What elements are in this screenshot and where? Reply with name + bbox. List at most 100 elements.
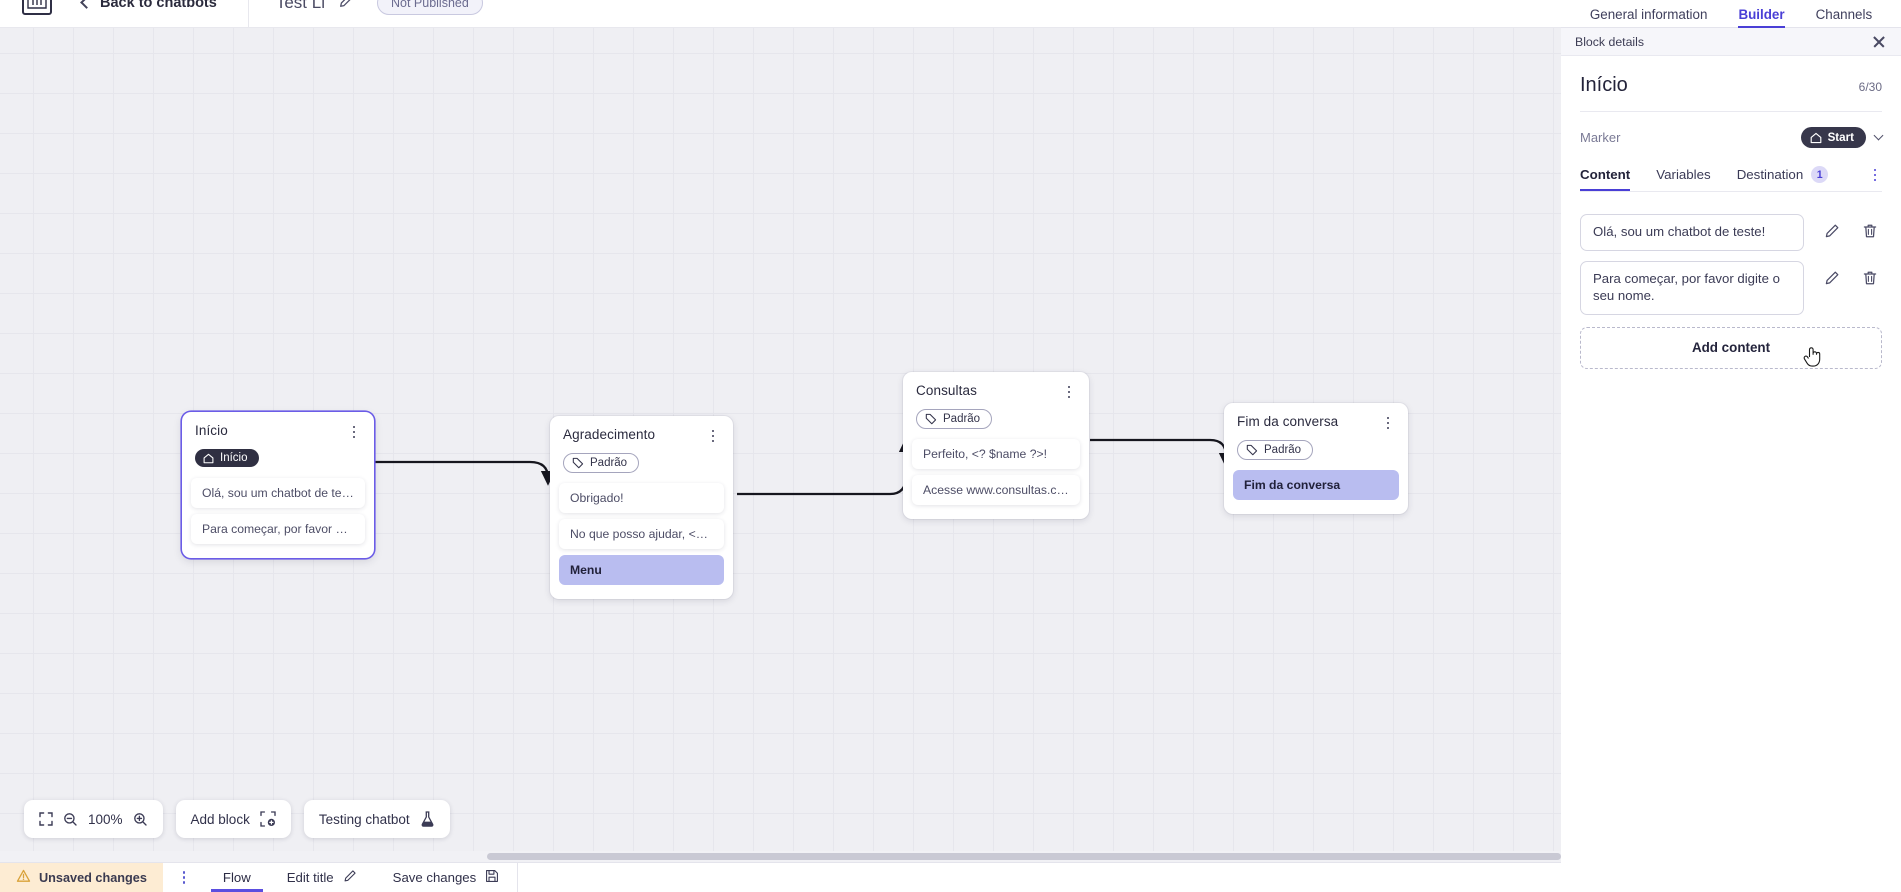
flow-node-menu-icon[interactable] xyxy=(347,423,361,441)
bot-title: Test Li xyxy=(275,0,325,12)
marker-label: Marker xyxy=(1580,130,1621,145)
tag-icon xyxy=(925,413,937,425)
flow-node-agradecimento[interactable]: Agradecimento Padrão Obrigado! No que po… xyxy=(550,416,733,599)
home-icon xyxy=(203,453,214,463)
flow-node-consultas[interactable]: Consultas Padrão Perfeito, <? $name ?>! … xyxy=(903,372,1089,519)
panel-main-tabs: General information Builder Channels xyxy=(1561,0,1901,29)
bottom-status-bar: Unsaved changes Flow Edit title Save cha… xyxy=(0,862,1561,892)
tab-channels[interactable]: Channels xyxy=(1815,7,1873,22)
node-tag-start: Início xyxy=(195,449,259,467)
block-overflow-menu-button[interactable] xyxy=(1868,166,1882,184)
close-icon[interactable] xyxy=(1871,34,1887,50)
sub-tab-content[interactable]: Content xyxy=(1580,167,1631,192)
node-tag-label: Padrão xyxy=(590,457,628,469)
floppy-disk-icon xyxy=(485,869,499,886)
status-bar-menu-button[interactable] xyxy=(163,863,205,892)
kebab-menu-icon[interactable] xyxy=(1868,166,1882,184)
edit-title-button[interactable]: Edit title xyxy=(269,863,375,892)
scrollbar-thumb[interactable] xyxy=(487,853,1561,860)
block-title: Início xyxy=(1580,74,1628,96)
flow-node-menu-icon[interactable] xyxy=(1062,383,1076,401)
chevron-left-icon xyxy=(80,0,93,9)
testing-chatbot-label: Testing chatbot xyxy=(318,811,410,827)
flow-node-title: Fim da conversa xyxy=(1237,414,1339,429)
sub-tab-variables-label: Variables xyxy=(1656,167,1711,182)
flow-node-message[interactable]: No que posso ajudar, <? $name ... xyxy=(559,519,724,549)
flask-icon xyxy=(420,811,435,827)
flow-node-menu-icon[interactable] xyxy=(1381,414,1395,432)
add-block-label: Add block xyxy=(190,811,250,827)
home-icon xyxy=(1810,132,1821,143)
node-tag-default: Padrão xyxy=(1237,440,1314,460)
flow-node-message[interactable]: Obrigado! xyxy=(559,483,724,513)
unsaved-changes-indicator: Unsaved changes xyxy=(0,863,163,892)
zoom-controls[interactable]: 100% xyxy=(24,800,163,838)
add-block-icon xyxy=(260,811,276,827)
save-changes-button[interactable]: Save changes xyxy=(375,863,518,892)
zoom-out-icon[interactable] xyxy=(63,812,78,827)
sub-tab-destination[interactable]: Destination 1 xyxy=(1737,166,1829,191)
marker-select[interactable]: Start xyxy=(1800,127,1884,148)
flow-tab-label: Flow xyxy=(222,870,251,885)
app-logo-icon[interactable] xyxy=(22,0,52,15)
content-value-field[interactable]: Olá, sou um chatbot de teste! xyxy=(1580,214,1804,251)
node-tag-label: Início xyxy=(220,452,248,464)
flow-node-header: Consultas xyxy=(903,372,1089,401)
kebab-menu-icon[interactable] xyxy=(177,869,191,887)
tab-builder[interactable]: Builder xyxy=(1738,7,1785,29)
zoom-in-icon[interactable] xyxy=(133,812,148,827)
flow-node-title: Consultas xyxy=(916,383,977,398)
flow-node-fim-da-conversa[interactable]: Fim da conversa Padrão Fim da conversa xyxy=(1224,403,1408,514)
back-to-chatbots-button[interactable]: Back to chatbots xyxy=(80,0,217,11)
flow-node-tag-row: Padrão xyxy=(1224,432,1408,470)
flow-node-menu-icon[interactable] xyxy=(706,427,720,445)
flow-node-tag-row: Padrão xyxy=(550,445,733,483)
content-item: Para começar, por favor digite o seu nom… xyxy=(1580,260,1882,315)
flow-node-tag-row: Início xyxy=(182,441,374,478)
content-item-actions xyxy=(1804,214,1882,239)
block-title-row: Início 6/30 xyxy=(1580,56,1882,112)
canvas-horizontal-scrollbar[interactable] xyxy=(0,851,1561,862)
add-block-button[interactable]: Add block xyxy=(175,800,291,838)
tag-icon xyxy=(572,457,584,469)
sub-tab-variables[interactable]: Variables xyxy=(1656,167,1710,190)
top-bar: Back to chatbots Test Li Not Published xyxy=(0,0,1561,28)
toolbar-divider xyxy=(247,0,249,28)
flow-node-message-highlighted[interactable]: Fim da conversa xyxy=(1233,470,1399,500)
marker-value-pill[interactable]: Start xyxy=(1800,127,1866,148)
block-count: 6/30 xyxy=(1858,80,1882,94)
add-content-button[interactable]: Add content xyxy=(1580,326,1882,369)
node-tag-default: Padrão xyxy=(916,409,993,429)
content-value-field[interactable]: Para começar, por favor digite o seu nom… xyxy=(1580,260,1804,315)
fit-screen-icon[interactable] xyxy=(39,812,53,826)
pencil-icon[interactable] xyxy=(1824,270,1840,286)
flow-node-inicio[interactable]: Início Início Olá, sou um chatbot de tes… xyxy=(182,412,374,558)
flow-node-message[interactable]: Olá, sou um chatbot de teste! xyxy=(191,477,365,508)
flow-node-message-highlighted[interactable]: Menu xyxy=(559,555,724,585)
tab-general-information[interactable]: General information xyxy=(1589,7,1708,22)
flow-node-message[interactable]: Perfeito, <? $name ?>! xyxy=(912,439,1080,469)
status-tab-flow[interactable]: Flow xyxy=(205,863,269,892)
flow-node-message[interactable]: Acesse www.consultas.com par... xyxy=(912,475,1080,505)
testing-chatbot-button[interactable]: Testing chatbot xyxy=(303,800,450,838)
zoom-level-label: 100% xyxy=(88,811,123,827)
warning-triangle-icon xyxy=(16,869,31,886)
trash-icon[interactable] xyxy=(1862,223,1878,239)
trash-icon[interactable] xyxy=(1862,270,1878,286)
chevron-down-icon[interactable] xyxy=(1873,130,1884,141)
flow-canvas[interactable]: Início Início Olá, sou um chatbot de tes… xyxy=(0,28,1561,862)
unsaved-changes-label: Unsaved changes xyxy=(39,870,147,885)
flow-node-tag-row: Padrão xyxy=(903,401,1089,439)
save-changes-label: Save changes xyxy=(392,870,477,885)
marker-row: Marker Start xyxy=(1580,112,1884,148)
block-sub-tabs: Content Variables Destination 1 xyxy=(1580,148,1882,192)
flow-node-message[interactable]: Para começar, por favor digite o ... xyxy=(191,513,365,544)
block-details-header: Block details xyxy=(1561,28,1901,56)
edit-title-pencil-icon[interactable] xyxy=(338,0,355,14)
destination-count-badge: 1 xyxy=(1811,166,1829,183)
pencil-icon[interactable] xyxy=(1824,223,1840,239)
publish-status-badge: Not Published xyxy=(376,0,483,15)
status-bar-divider xyxy=(517,863,519,892)
right-panel: General information Builder Channels Blo… xyxy=(1561,0,1901,892)
